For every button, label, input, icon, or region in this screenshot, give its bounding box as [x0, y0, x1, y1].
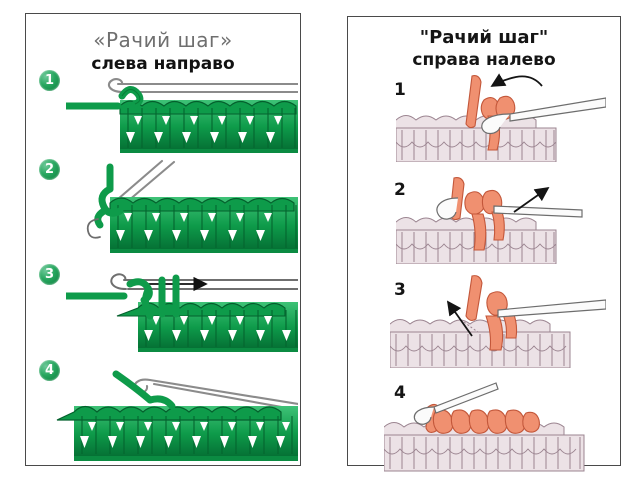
step-badge-4: 4: [39, 360, 60, 381]
r-step-2-illustration: Нить протягивается, стрелка вверх-вправо: [375, 172, 606, 265]
panel-left-subtitle: слева направо: [91, 54, 235, 74]
r-step-4-illustration: Готовый ряд рачьего шага: [363, 377, 606, 473]
direction-arrow-icon: [513, 186, 550, 213]
direction-arrow-icon: [446, 300, 473, 337]
r-step-3-illustration: Провязывание петель, стрелка вверх-влево: [369, 272, 607, 369]
crochet-fabric: [109, 197, 298, 253]
working-yarn: [112, 370, 176, 410]
base-fabric: [369, 319, 571, 369]
step-badge-1: 1: [39, 70, 60, 91]
step-1-illustration: Крючок с нитью над полотном, рабочая нит…: [62, 72, 300, 154]
panel-right-subtitle: справа налево: [412, 50, 556, 70]
r-step-1-illustration: Крючок вводится в следующую петлю, стрел…: [375, 72, 607, 163]
step-2-illustration: Крючок вводится в петлю справа налево: [66, 159, 298, 254]
step-number-4: 4: [394, 383, 406, 403]
completed-row: [425, 403, 540, 434]
crochet-fabric: [56, 405, 298, 461]
step-4-illustration: Готовый ряд рачьего шага: [52, 370, 300, 464]
crochet-hook-icon: [116, 159, 176, 203]
step-number-3: 3: [394, 280, 406, 300]
panel-right-title: "Рачий шаг": [419, 27, 549, 48]
crochet-hook-icon: [497, 299, 607, 318]
step-badge-2: 2: [39, 159, 60, 180]
step-number-2: 2: [394, 180, 406, 200]
crochet-fabric: [119, 100, 298, 153]
direction-arrow-icon: [490, 73, 543, 87]
crochet-hook-icon: [133, 378, 300, 412]
step-badge-3: 3: [39, 264, 60, 285]
step-number-1: 1: [394, 80, 406, 100]
panel-left-title: «Рачий шаг»: [93, 28, 233, 52]
crochet-hook-icon: [110, 273, 299, 290]
panel-left-to-right: «Рачий шаг» слева направо 1 2 3 4 Крючок…: [25, 13, 301, 466]
working-yarn: [94, 163, 124, 229]
crochet-hook-icon: [413, 382, 499, 425]
crochet-hook-icon: [436, 197, 583, 220]
panel-right-to-left: "Рачий шаг" справа налево 1 2 3 4 Крючок…: [347, 16, 621, 472]
crochet-hook-icon: [107, 78, 300, 94]
working-yarn: [62, 274, 180, 320]
step-3-illustration: Протягивание нити, стрелка вправо: [62, 262, 299, 354]
